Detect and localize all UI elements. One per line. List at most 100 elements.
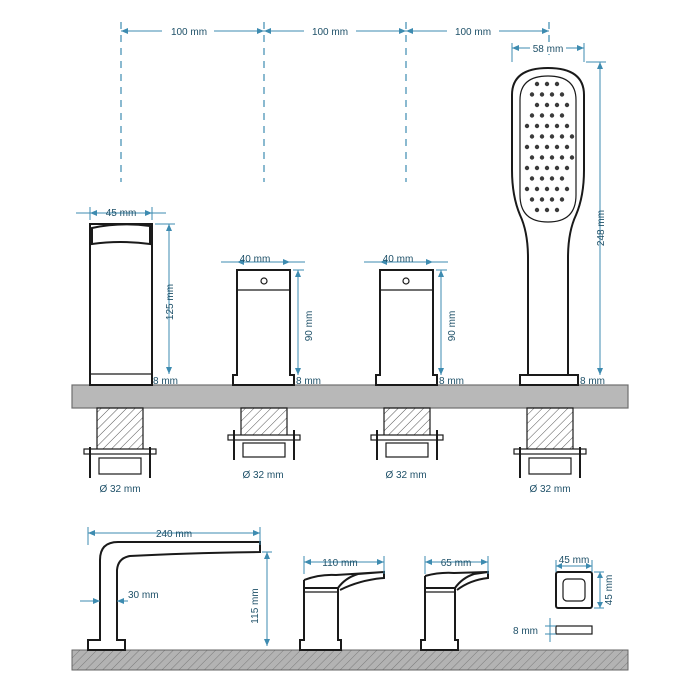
valve-1-height-label: 90 mm [304, 311, 315, 342]
shank-3: Ø 32 mm [370, 407, 444, 481]
spacing-label-1: 100 mm [171, 27, 207, 38]
ground-hatch [72, 650, 628, 670]
valve-2-front: 40 mm 90 mm 8 mm [364, 254, 464, 387]
nozzle [554, 207, 560, 213]
spout-base-label: 8 mm [153, 376, 178, 387]
nozzle [559, 155, 565, 160]
rose-detail: 45 mm 45 mm 8 mm [513, 555, 615, 642]
nozzle [529, 92, 535, 97]
nozzle [534, 186, 540, 192]
valve-2-base-label: 8 mm [439, 376, 464, 387]
diameter-label-1: Ø 32 mm [99, 484, 140, 495]
nozzle [559, 176, 565, 181]
nozzle [549, 92, 555, 97]
shanks: Ø 32 mm Ø 32 mm Ø 32 mm Ø 32 mm [83, 407, 587, 495]
nozzle [539, 134, 545, 139]
valve-1-front: 40 mm 90 mm 8 mm [221, 254, 321, 387]
nozzle [549, 134, 555, 139]
nozzle [524, 123, 530, 129]
nozzle [569, 155, 575, 160]
diameter-label-3: Ø 32 mm [385, 470, 426, 481]
nozzle [559, 92, 565, 97]
shank-1: Ø 32 mm [83, 407, 157, 495]
nozzle [529, 197, 535, 202]
nozzle [524, 165, 530, 171]
nozzle [524, 186, 530, 192]
nozzle [529, 134, 535, 139]
nozzle [529, 155, 535, 160]
nozzle [539, 92, 545, 97]
nozzle [559, 197, 565, 202]
rose-height-label: 45 mm [604, 575, 615, 606]
nozzle [549, 155, 555, 160]
nozzle [564, 123, 570, 129]
nozzle [564, 186, 570, 192]
hand-shower-front: 58 mm 248 mm 8 mm [511, 42, 607, 387]
nozzle [544, 165, 550, 171]
side-spout-thickness-label: 30 mm [128, 590, 159, 601]
shower-base-label: 8 mm [580, 376, 605, 387]
nozzle [554, 123, 560, 129]
nozzle [554, 144, 560, 150]
side-lever-length-label: 110 mm [322, 558, 357, 569]
nozzle [534, 165, 540, 171]
nozzle [539, 176, 545, 181]
valve-1-width-label: 40 mm [240, 254, 271, 265]
nozzle [534, 144, 540, 150]
lever-valve-side-1: 110 mm [299, 556, 385, 651]
diameter-label-4: Ø 32 mm [529, 484, 570, 495]
side-spout-height-label: 115 mm [250, 588, 261, 623]
nozzle [554, 165, 560, 171]
shank-4: Ø 32 mm [513, 407, 587, 495]
nozzle [544, 102, 550, 108]
shower-height-label: 248 mm [596, 210, 607, 246]
nozzle [549, 113, 555, 118]
nozzle [534, 102, 540, 108]
spacing-dimensions: 100 mm 100 mm 100 mm [121, 24, 549, 38]
nozzle [564, 144, 570, 150]
nozzle [539, 155, 545, 160]
spacing-label-3: 100 mm [455, 27, 491, 38]
shank-2: Ø 32 mm [227, 407, 301, 481]
rose-width-label: 45 mm [559, 555, 590, 566]
shower-nozzles [524, 81, 575, 213]
side-spout-length-label: 240 mm [156, 529, 192, 540]
nozzle [544, 186, 550, 192]
nozzle [539, 197, 545, 202]
shower-width-label: 58 mm [533, 44, 564, 55]
spacing-label-2: 100 mm [312, 27, 348, 38]
nozzle [549, 176, 555, 181]
nozzle [529, 113, 535, 118]
valve-1-base-label: 8 mm [296, 376, 321, 387]
nozzle [554, 186, 560, 192]
valve-2-height-label: 90 mm [447, 311, 458, 342]
nozzle [554, 102, 560, 108]
nozzle [564, 165, 570, 171]
nozzle [569, 134, 575, 139]
nozzle [544, 123, 550, 129]
spout-width-label: 45 mm [106, 208, 137, 219]
nozzle [559, 134, 565, 139]
lever-valve-side-2: 65 mm [420, 556, 489, 651]
nozzle [554, 81, 560, 87]
center-lines [120, 22, 550, 182]
nozzle [544, 81, 550, 87]
side-lever2-length-label: 65 mm [441, 558, 472, 569]
nozzle [564, 102, 570, 108]
nozzle [534, 123, 540, 129]
diameter-label-2: Ø 32 mm [242, 470, 283, 481]
valve-2-width-label: 40 mm [383, 254, 414, 265]
deck-plate [71, 384, 629, 409]
nozzle [544, 207, 550, 213]
nozzle [559, 113, 565, 118]
nozzle [549, 197, 555, 202]
nozzle [544, 144, 550, 150]
rose-thickness-label: 8 mm [513, 626, 538, 637]
spout-height-label: 125 mm [165, 284, 176, 320]
spout-side: 240 mm 30 mm 115 mm [80, 527, 272, 651]
nozzle [524, 144, 530, 150]
nozzle [539, 113, 545, 118]
nozzle [534, 81, 540, 87]
spout-front: 45 mm 125 mm 8 mm [76, 207, 178, 387]
